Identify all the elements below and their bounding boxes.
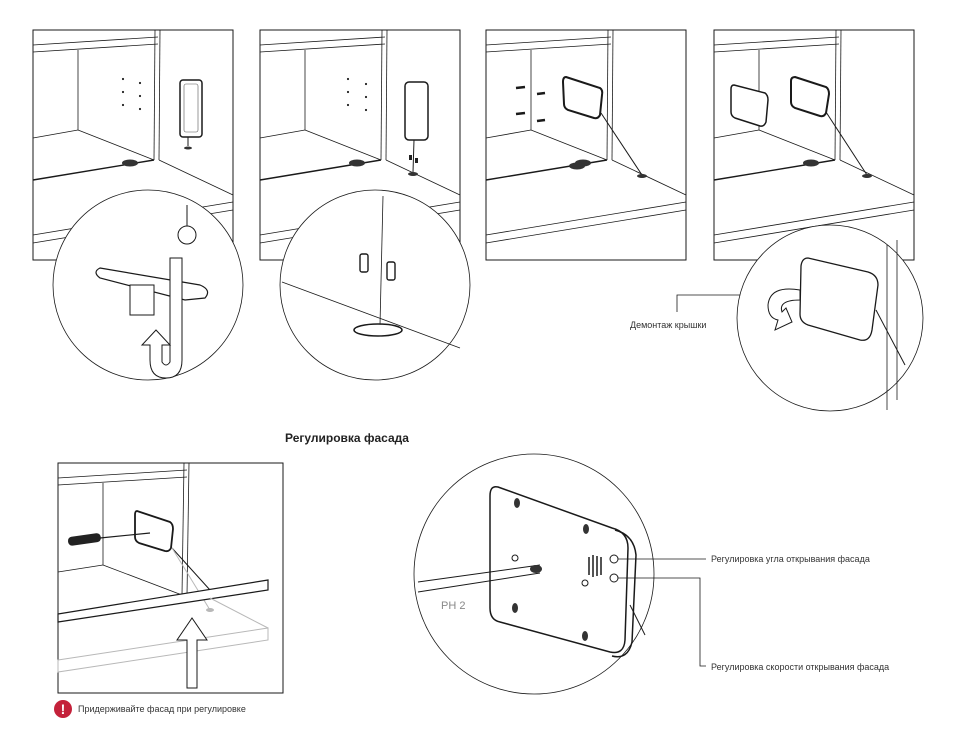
exclamation-circle-icon: ! <box>54 700 72 718</box>
step-2-panel <box>259 29 471 381</box>
warning-note: ! Придерживайте фасад при регулировке <box>54 700 246 718</box>
speed-adjustment-label: Регулировка скорости открывания фасада <box>711 662 890 672</box>
step-5-panel <box>57 462 284 694</box>
step-3-panel <box>485 29 687 261</box>
step-1-panel <box>32 29 244 381</box>
facade-adjustment-title: Регулировка фасада <box>285 431 409 445</box>
screwdriver-size-label: PH 2 <box>441 600 466 612</box>
angle-adjustment-label: Регулировка угла открывания фасада <box>711 554 870 564</box>
step-4-panel <box>676 29 924 412</box>
step-6-panel <box>413 453 706 695</box>
warning-text: Придерживайте фасад при регулировке <box>78 704 246 714</box>
cover-removal-label: Демонтаж крышки <box>630 320 707 330</box>
